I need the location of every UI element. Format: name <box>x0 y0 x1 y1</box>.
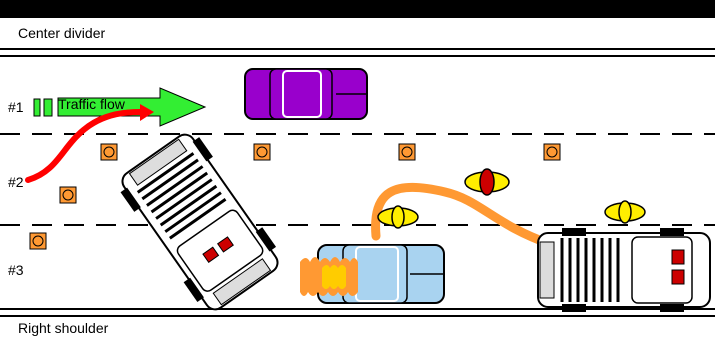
road-flare-icon <box>377 205 419 229</box>
purple-car <box>244 68 368 120</box>
swerve-arrowhead <box>140 104 154 121</box>
traffic-cone-icon <box>543 143 561 161</box>
swerve-path <box>25 109 143 183</box>
fire-icon <box>300 257 358 296</box>
traffic-cone-icon <box>398 143 416 161</box>
road-edge-top <box>0 48 715 57</box>
traffic-flow-label: Traffic flow <box>58 96 125 112</box>
lane-1-label: #1 <box>8 99 24 115</box>
patrol-car-icon <box>537 228 711 312</box>
traffic-cone-icon <box>59 186 77 204</box>
traffic-cone-icon <box>253 143 271 161</box>
traffic-cone-icon <box>100 143 118 161</box>
traffic-flow-arrow <box>33 87 207 127</box>
center-divider-label: Center divider <box>18 25 106 41</box>
traffic-cone-icon <box>29 232 47 250</box>
road-flare-icon <box>604 200 646 224</box>
patrol-car-icon <box>120 133 279 311</box>
road-flare-icon <box>464 168 510 196</box>
lane-3-label: #3 <box>8 262 24 278</box>
center-divider-bar <box>0 0 715 18</box>
road-edge-bottom <box>0 308 715 317</box>
lane-2-label: #2 <box>8 174 24 190</box>
skid-path <box>371 182 555 249</box>
right-shoulder-label: Right shoulder <box>18 320 109 336</box>
